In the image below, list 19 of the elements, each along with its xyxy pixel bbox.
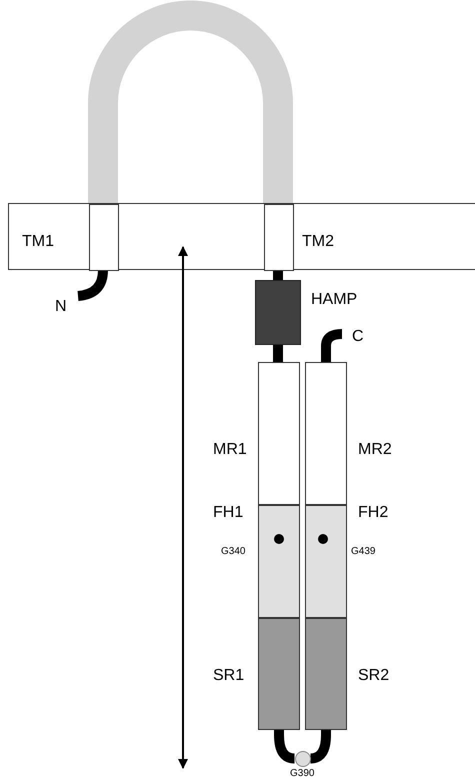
residue-label: G390 [290,768,314,779]
domain-label: FH1 [213,504,244,522]
residue-label: G439 [351,546,376,557]
domain-label: MR2 [358,441,392,459]
linker [310,730,331,764]
domain-label: MR1 [213,441,247,459]
linker [273,270,283,280]
residue-label: G340 [221,546,246,557]
terminus-label: N [55,298,67,316]
domain-label: HAMP [311,291,358,309]
periplasmic-loop [88,0,293,203]
membrane-band [8,203,475,270]
domain-label: TM1 [22,233,54,251]
domain-label: SR1 [213,667,244,685]
linker [273,345,283,362]
domain-label: TM2 [302,233,334,251]
terminus-label: C [352,328,364,346]
domain-label: SR2 [358,667,390,685]
domain-label: FH2 [358,504,388,522]
